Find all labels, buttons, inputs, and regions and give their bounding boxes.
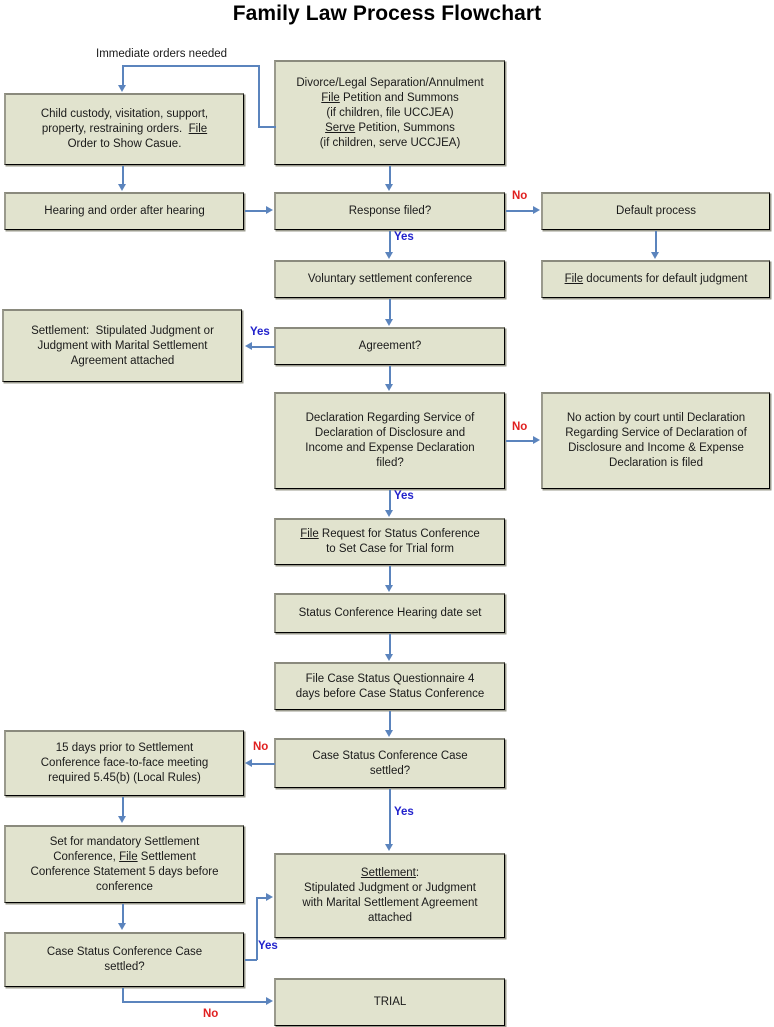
arrow-response-to-default: [533, 206, 540, 214]
arrow-default-to-filedocs: [651, 252, 659, 259]
edge-label-settled1-no: No: [253, 741, 269, 753]
node-status-hearing-set[interactable]: Status Conference Hearing date set: [274, 593, 505, 633]
node-voluntary-conference-text: Voluntary settlement conference: [307, 273, 473, 285]
arrow-statushearing-to-questionnaire: [385, 654, 393, 661]
annotation-immediate-orders: Immediate orders needed: [96, 48, 228, 60]
arrow-hearing-to-response: [266, 206, 273, 214]
node-response-filed[interactable]: Response filed?: [274, 192, 505, 230]
edge-hearing-to-response: [245, 210, 267, 212]
edge-filerequest-to-statushearing: [389, 566, 391, 586]
node-settlement-left-text: Settlement: Stipulated Judgment or Judgm…: [31, 324, 214, 367]
node-declaration-filed[interactable]: Declaration Regarding Service of Declara…: [274, 392, 505, 489]
node-file-default-documents-text: File documents for default judgment: [564, 273, 748, 285]
edge-questionnaire-to-settled1: [389, 711, 391, 731]
arrow-custody-to-hearing: [118, 184, 126, 191]
edge-settled2-to-trial-seg1: [122, 988, 124, 1002]
edge-default-to-filedocs: [655, 231, 657, 253]
arrow-settled2-to-trial: [266, 997, 273, 1005]
node-agreement-text: Agreement?: [358, 340, 422, 352]
node-settlement-left[interactable]: Settlement: Stipulated Judgment or Judgm…: [2, 309, 242, 382]
node-trial[interactable]: TRIAL: [274, 978, 505, 1026]
edge-label-declaration-yes: Yes: [394, 490, 414, 502]
node-hearing-order-text: Hearing and order after hearing: [44, 205, 205, 217]
edge-petition-to-custody-seg4: [122, 65, 124, 86]
edge-statushearing-to-questionnaire: [389, 634, 391, 655]
node-settlement-center-text: Settlement: Stipulated Judgment or Judgm…: [302, 867, 478, 924]
edge-label-response-yes: Yes: [394, 231, 414, 243]
edge-label-response-no: No: [512, 190, 528, 202]
arrow-fifteendays-to-mandatory: [118, 816, 126, 823]
node-no-action-by-court-text: No action by court until Declaration Reg…: [565, 412, 747, 469]
node-child-custody-text: Child custody, visitation, support, prop…: [40, 108, 209, 150]
node-voluntary-conference[interactable]: Voluntary settlement conference: [274, 260, 505, 298]
node-settlement-center[interactable]: Settlement: Stipulated Judgment or Judgm…: [274, 853, 505, 938]
page-title: Family Law Process Flowchart: [232, 2, 542, 25]
node-petition[interactable]: Divorce/Legal Separation/Annulment File …: [274, 60, 505, 165]
edge-petition-to-custody-seg3: [122, 65, 260, 67]
edge-settled2-to-settlement-seg2: [256, 897, 258, 960]
arrow-agreement-to-declaration: [385, 384, 393, 391]
arrow-response-to-voluntary: [385, 252, 393, 259]
edge-label-declaration-no: No: [512, 421, 528, 433]
node-status-hearing-set-text: Status Conference Hearing date set: [298, 607, 482, 619]
edge-custody-to-hearing: [122, 166, 124, 185]
edge-agreement-to-declaration: [389, 366, 391, 385]
node-petition-text: Divorce/Legal Separation/Annulment File …: [296, 76, 484, 149]
arrow-mandatory-to-settled2: [118, 923, 126, 930]
node-response-filed-text: Response filed?: [348, 205, 432, 217]
edge-petition-to-custody-seg2: [258, 65, 260, 127]
edge-response-to-default: [506, 210, 534, 212]
node-mandatory-conference[interactable]: Set for mandatory Settlement Conference,…: [4, 825, 244, 903]
edge-settled1-to-fifteendays: [252, 763, 275, 765]
arrow-petition-to-response: [385, 184, 393, 191]
edge-settled1-to-settlement-center: [389, 789, 391, 845]
node-agreement[interactable]: Agreement?: [274, 327, 505, 365]
edge-settled2-to-settlement-seg1: [245, 959, 257, 961]
arrow-filerequest-to-statushearing: [385, 585, 393, 592]
arrow-settled1-to-settlement-center: [385, 844, 393, 851]
node-file-default-documents[interactable]: File documents for default judgment: [541, 260, 770, 298]
edge-petition-to-response: [389, 166, 391, 185]
node-file-questionnaire-text: File Case Status Questionnaire 4 days be…: [295, 672, 485, 700]
arrow-settled1-to-fifteendays: [245, 759, 252, 767]
arrow-voluntary-to-agreement: [385, 319, 393, 326]
arrow-questionnaire-to-settled1: [385, 730, 393, 737]
edge-label-agreement-yes: Yes: [250, 326, 270, 338]
node-child-custody[interactable]: Child custody, visitation, support, prop…: [4, 93, 244, 165]
edge-label-settled2-yes: Yes: [258, 940, 278, 952]
node-trial-text: TRIAL: [373, 996, 407, 1008]
arrow-petition-to-custody: [118, 85, 126, 92]
edge-mandatory-to-settled2: [122, 904, 124, 924]
arrow-declaration-to-filerequest: [385, 510, 393, 517]
node-fifteen-days-text: 15 days prior to Settlement Conference f…: [40, 742, 209, 784]
node-file-questionnaire[interactable]: File Case Status Questionnaire 4 days be…: [274, 662, 505, 710]
node-fifteen-days[interactable]: 15 days prior to Settlement Conference f…: [4, 730, 244, 796]
edge-label-settled1-yes: Yes: [394, 806, 414, 818]
node-declaration-filed-text: Declaration Regarding Service of Declara…: [305, 412, 475, 469]
arrow-agreement-to-settlement-left: [245, 342, 252, 350]
node-no-action-by-court[interactable]: No action by court until Declaration Reg…: [541, 392, 770, 489]
node-default-process-text: Default process: [616, 205, 696, 217]
edge-fifteendays-to-mandatory: [122, 797, 124, 817]
node-mandatory-conference-text: Set for mandatory Settlement Conference,…: [30, 835, 219, 893]
edge-voluntary-to-agreement: [389, 299, 391, 320]
arrow-declaration-to-noaction: [533, 436, 540, 444]
edge-petition-to-custody-seg1: [258, 126, 276, 128]
node-file-request-status-conference[interactable]: File Request for Status Conference to Se…: [274, 518, 505, 565]
edge-agreement-to-settlement-left: [252, 346, 275, 348]
edge-label-settled2-no: No: [203, 1008, 219, 1020]
edge-settled2-to-settlement-seg3: [256, 897, 267, 899]
edge-declaration-to-noaction: [506, 440, 534, 442]
edge-settled2-to-trial-seg2: [122, 1001, 267, 1003]
edge-declaration-to-filerequest: [389, 490, 391, 511]
node-hearing-order[interactable]: Hearing and order after hearing: [4, 192, 244, 230]
edge-response-to-voluntary: [389, 231, 391, 253]
arrow-settled2-to-settlement-center: [266, 893, 273, 901]
node-file-request-status-conference-text: File Request for Status Conference to Se…: [300, 528, 480, 555]
node-default-process[interactable]: Default process: [541, 192, 770, 230]
